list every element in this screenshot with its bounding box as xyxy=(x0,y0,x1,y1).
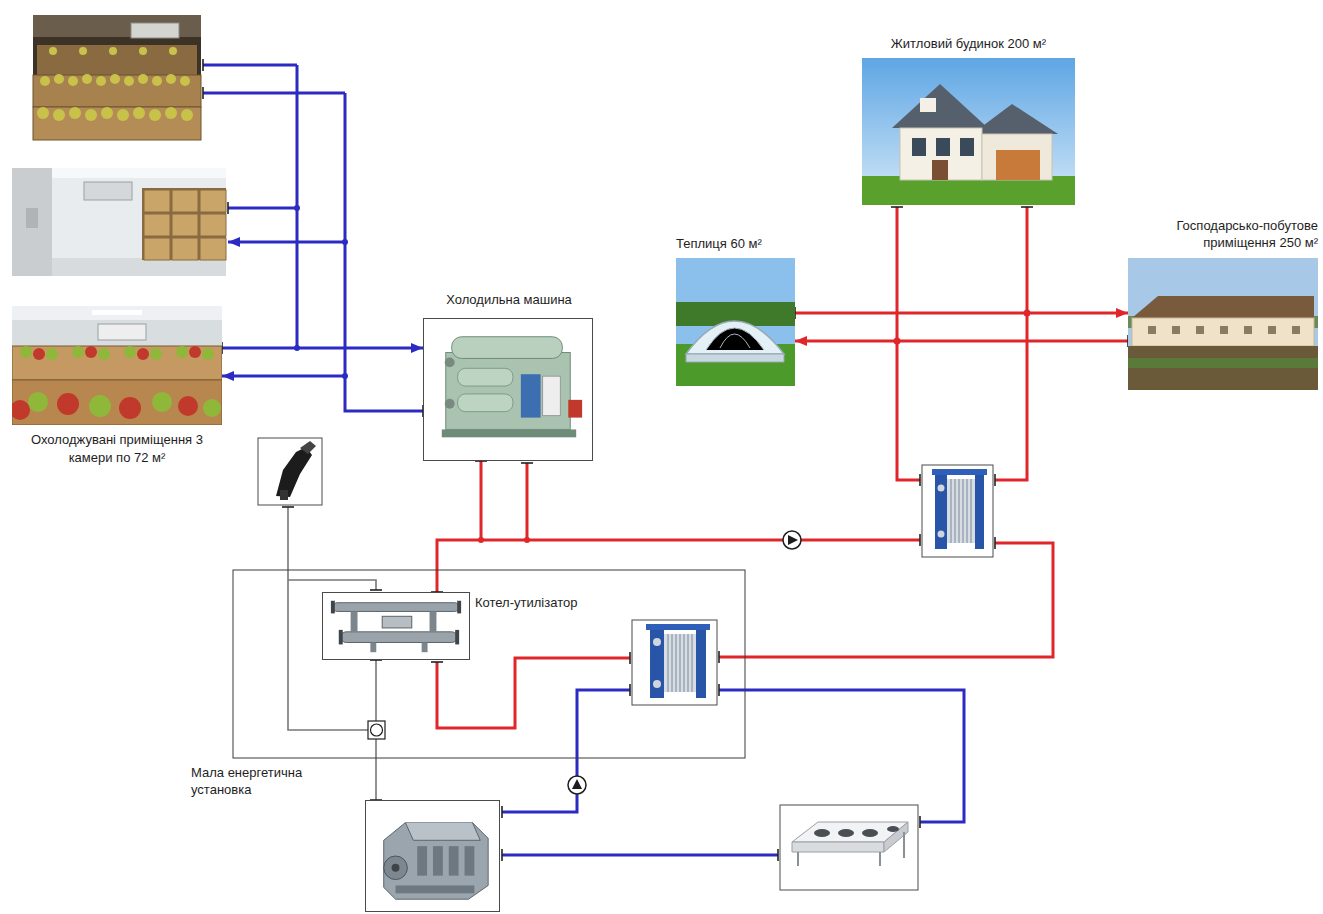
greenhouse-photo xyxy=(676,258,795,386)
pipe-connector xyxy=(222,376,423,411)
plant-housing xyxy=(233,570,745,758)
cold-chamber: Охолоджувані приміщення 3 камери по 72 м… xyxy=(12,306,222,425)
cold-chamber-photo xyxy=(12,168,226,276)
cold-chamber-photo xyxy=(33,15,201,140)
node-label: Охолоджувані приміщення 3 камери по 72 м… xyxy=(31,431,203,466)
cooling-pipe xyxy=(502,690,964,855)
engine-box: Мала енергетична установка xyxy=(365,800,500,912)
farm-building-box: Господарсько-побутове приміщення 250 м² xyxy=(1128,258,1318,390)
pipe-junction xyxy=(294,205,348,379)
house-box: Житловий будинок 200 м² xyxy=(862,58,1075,205)
node-label: Котел-утилізатор xyxy=(475,594,577,612)
pump-symbol xyxy=(568,776,586,794)
node-label: Житловий будинок 200 м² xyxy=(862,35,1075,53)
farm-building-photo xyxy=(1128,258,1318,390)
boiler-box: Котел-утилізатор xyxy=(322,592,470,660)
node-label: Господарсько-побутове приміщення 250 м² xyxy=(1128,217,1318,252)
node-label: Холодильна машина xyxy=(414,291,604,309)
greenhouse-box: Теплиця 60 м² xyxy=(676,258,795,386)
pipe-connector xyxy=(437,461,481,592)
pump-symbol xyxy=(783,531,801,549)
house-photo xyxy=(862,58,1075,205)
chilled-pipe xyxy=(203,65,345,376)
engine-picture xyxy=(366,801,499,911)
hot-water-pipe xyxy=(437,207,1053,728)
node-label: Мала енергетична установка xyxy=(191,764,351,799)
plate-heat-exchanger xyxy=(922,465,993,557)
plate-heat-exchanger xyxy=(632,620,717,705)
pipe-connector xyxy=(795,340,1128,343)
three-way-valve xyxy=(368,721,385,739)
dry-cooler xyxy=(780,805,918,890)
pipe-connector xyxy=(375,660,377,800)
pipe-connector xyxy=(795,312,1128,315)
waste-heat-boiler-picture xyxy=(323,593,469,659)
chiller-box: Холодильна машина xyxy=(423,318,593,461)
absorption-chiller-picture xyxy=(424,319,592,460)
pipe-connector xyxy=(222,347,423,350)
exhaust-silencer xyxy=(258,438,322,505)
node-label: Теплиця 60 м² xyxy=(676,235,762,253)
cold-chamber-photo xyxy=(12,306,222,425)
